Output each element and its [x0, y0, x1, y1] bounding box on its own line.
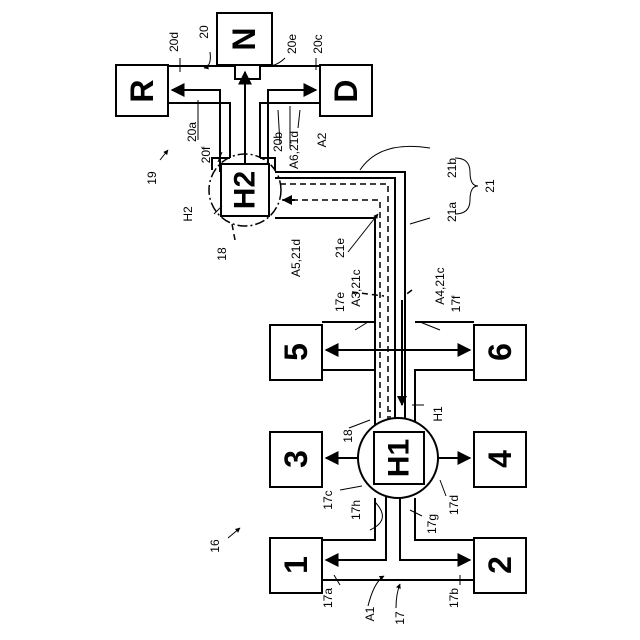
label-17a: 17a — [321, 588, 335, 608]
label-18-upper: 18 — [215, 247, 229, 261]
label-a3-21c: A3,21c — [349, 269, 363, 306]
label-20a: 20a — [185, 122, 199, 142]
svg-text:H2: H2 — [229, 171, 262, 209]
svg-text:D: D — [328, 79, 364, 102]
gear-box-4: 4 — [474, 432, 526, 487]
label-20f: 20f — [199, 146, 213, 163]
hub-h1: H1 — [358, 418, 438, 498]
gear-box-6: 6 — [474, 325, 526, 380]
label-18-lower: 18 — [341, 429, 355, 443]
svg-text:6: 6 — [482, 343, 518, 361]
label-21: 21 — [483, 179, 497, 193]
label-a1: A1 — [363, 606, 377, 621]
label-17f: 17f — [449, 295, 463, 312]
label-a4-21c: A4,21c — [433, 267, 447, 304]
label-17e: 17e — [333, 292, 347, 312]
svg-text:H1: H1 — [383, 439, 416, 477]
label-20d: 20d — [167, 32, 181, 52]
label-17d: 17d — [447, 495, 461, 515]
gear-box-5: 5 — [270, 325, 322, 380]
label-16: 16 — [208, 539, 222, 553]
svg-text:2: 2 — [482, 556, 518, 574]
label-h1: H1 — [431, 406, 445, 422]
label-20e: 20e — [285, 34, 299, 54]
label-17c: 17c — [321, 490, 335, 509]
gear-box-2: 2 — [474, 538, 526, 593]
gear-box-1: 1 — [270, 538, 322, 593]
gear-box-d: D — [320, 65, 372, 116]
label-17g: 17g — [425, 514, 439, 534]
gear-box-3: 3 — [270, 432, 322, 487]
svg-text:R: R — [124, 79, 160, 102]
label-21e: 21e — [333, 238, 347, 258]
label-20c: 20c — [311, 34, 325, 53]
label-h2: H2 — [181, 206, 195, 222]
label-21b: 21b — [445, 158, 459, 178]
label-17: 17 — [393, 611, 407, 625]
svg-text:3: 3 — [278, 450, 314, 468]
label-20b: 20b — [271, 132, 285, 152]
label-a2: A2 — [315, 132, 329, 147]
gear-box-r: R — [116, 65, 168, 116]
label-17h: 17h — [349, 500, 363, 520]
svg-text:N: N — [226, 27, 262, 50]
svg-text:4: 4 — [482, 450, 518, 468]
svg-text:5: 5 — [278, 343, 314, 361]
label-20: 20 — [197, 25, 211, 39]
label-17b: 17b — [447, 588, 461, 608]
svg-text:1: 1 — [278, 556, 314, 574]
gear-box-n: N — [217, 13, 272, 65]
label-19: 19 — [145, 171, 159, 185]
label-a6-21d: A6,21d — [287, 131, 301, 169]
label-21a: 21a — [445, 202, 459, 222]
label-a5-21d: A5,21d — [289, 239, 303, 277]
